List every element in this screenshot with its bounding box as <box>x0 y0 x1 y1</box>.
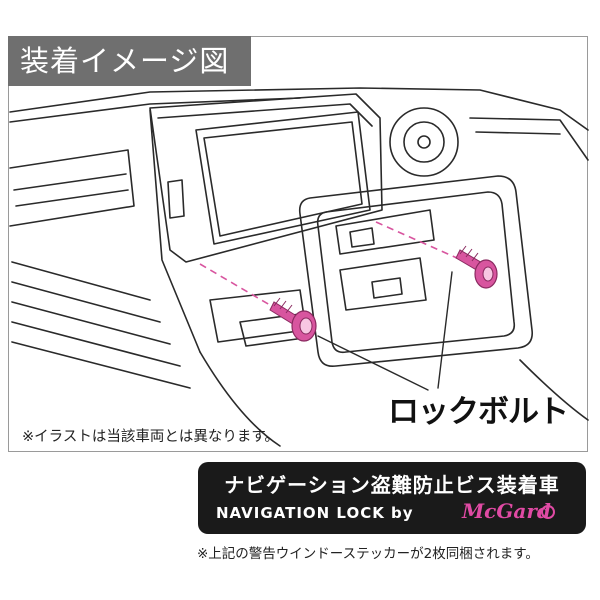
lock-bolt-label: ロックボルト <box>388 386 568 431</box>
page-title: 装着イメージ図 <box>8 36 251 86</box>
lock-bolt-right <box>456 246 497 288</box>
illustration-disclaimer: ※イラストは当該車両とは異なります。 <box>22 425 279 446</box>
